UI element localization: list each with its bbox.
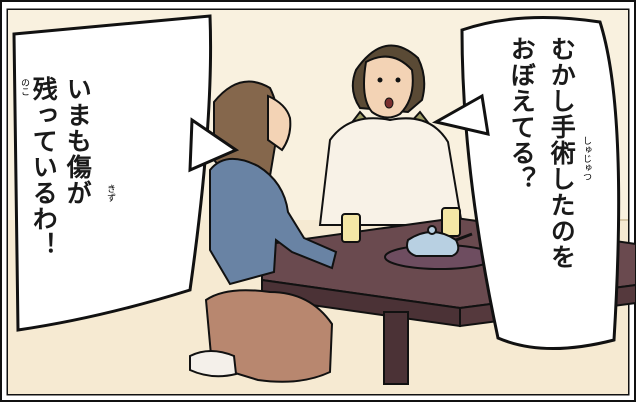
speech-bubble-left bbox=[12, 14, 213, 332]
left-bubble-text-line2: 残っているわ！ bbox=[29, 76, 59, 258]
left-bubble-text-line1: いまも傷が bbox=[63, 76, 93, 206]
right-bubble-text-line2: おぼえてる？ bbox=[507, 36, 537, 192]
speech-bubble-right-tail bbox=[431, 93, 490, 136]
young-woman-figure bbox=[189, 80, 338, 383]
cups-and-teapot bbox=[341, 207, 473, 257]
furigana-shujutsu: しゅじゅつ bbox=[581, 136, 591, 181]
older-woman-figure bbox=[318, 44, 464, 226]
furigana-nokoru: のこ bbox=[19, 78, 29, 96]
right-bubble-text-line1: むかし手術したのを bbox=[547, 36, 577, 270]
speech-bubble-right bbox=[460, 16, 621, 351]
furigana-kizu: きず bbox=[105, 184, 115, 202]
speech-bubble-left-tail bbox=[188, 117, 240, 173]
